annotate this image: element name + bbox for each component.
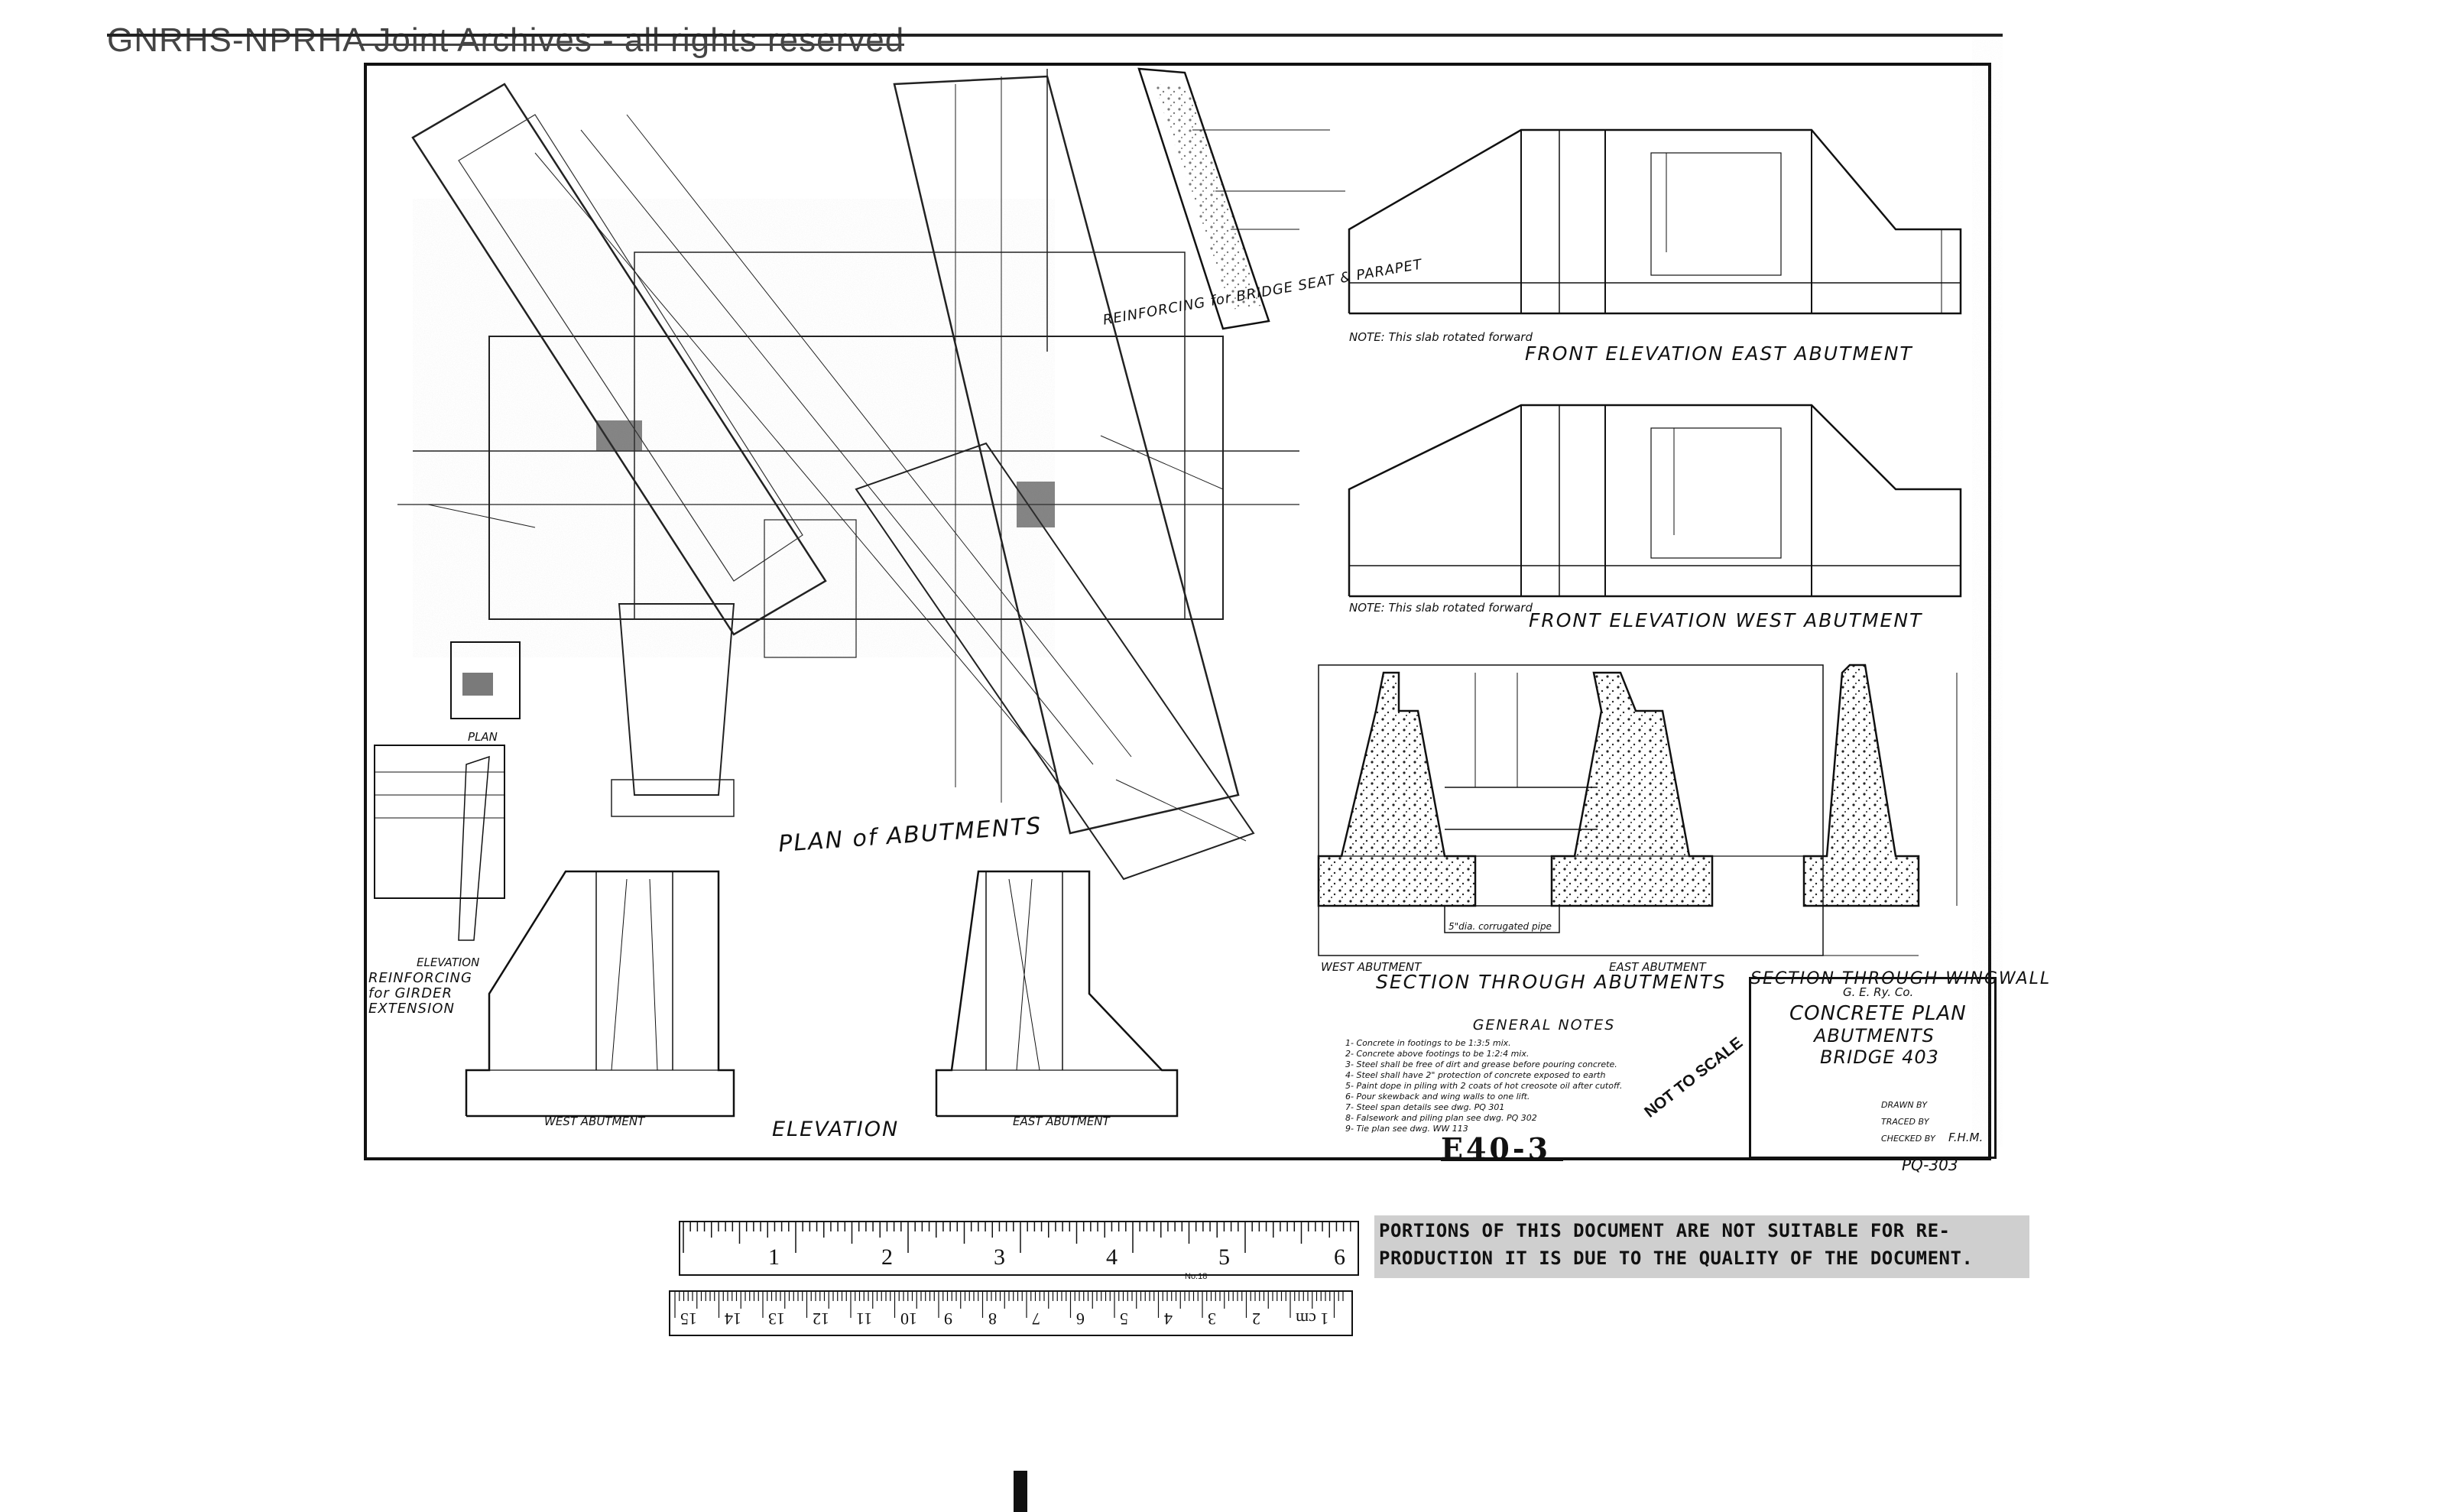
cm-ruler-mark: 2 (1251, 1309, 1260, 1329)
elevation-east-abutment-label: EAST ABUTMENT (1013, 1115, 1110, 1128)
ruler-mark: 4 (1106, 1244, 1118, 1270)
cm-ruler-mark: 4 (1163, 1309, 1173, 1329)
general-note-line: 5- Paint dope in piling with 2 coats of … (1345, 1081, 1623, 1091)
section-through-abutments-drawing (1317, 664, 1824, 956)
cm-ruler-mark: 5 (1120, 1309, 1128, 1329)
general-note-line: 3- Steel shall be free of dirt and greas… (1345, 1059, 1617, 1069)
elevation-label: ELEVATION (772, 1118, 900, 1141)
reproduction-notice: PORTIONS OF THIS DOCUMENT ARE NOT SUITAB… (1374, 1215, 2029, 1278)
title-drawn-by: DRAWN BY (1881, 1100, 1928, 1110)
cm-ruler-mark: 1 cm (1296, 1309, 1329, 1329)
cm-ruler-mark: 13 (768, 1309, 785, 1329)
cm-ruler-mark: 15 (680, 1309, 697, 1329)
general-note-line: 2- Concrete above footings to be 1:2:4 m… (1345, 1049, 1530, 1059)
general-note-line: 6- Pour skewback and wing walls to one l… (1345, 1092, 1530, 1102)
elevation-east-abutment-drawing (935, 870, 1179, 1118)
ruler-mark: 3 (994, 1244, 1005, 1270)
general-note-line: 1- Concrete in footings to be 1:3:5 mix. (1345, 1038, 1511, 1048)
general-note-line: 8- Falsework and piling plan see dwg. PQ… (1345, 1113, 1537, 1123)
general-note-line: 4- Steel shall have 2" protection of con… (1345, 1070, 1606, 1080)
girder-reinforcing-drawing (374, 641, 521, 941)
reinforcing-girder-label: REINFORCING for GIRDER EXTENSION (368, 970, 472, 1017)
plan-of-abutments-drawing (397, 69, 1299, 881)
title-line-2: ABUTMENTS (1814, 1025, 1935, 1046)
title-company: G. E. Ry. Co. (1843, 985, 1914, 999)
section-east-abutment-label: EAST ABUTMENT (1609, 960, 1706, 974)
section-west-abutment-label: WEST ABUTMENT (1321, 960, 1422, 974)
general-notes: GENERAL NOTES 1- Concrete in footings to… (1345, 1017, 1743, 1134)
cm-ruler-mark: 6 (1075, 1309, 1085, 1329)
title-checked-by: CHECKED BY (1881, 1134, 1935, 1144)
title-block: G. E. Ry. Co. CONCRETE PLAN ABUTMENTS BR… (1749, 977, 1997, 1159)
cm-ruler-mark: 11 (856, 1309, 873, 1329)
ruler-label: No.18 (1185, 1272, 1208, 1281)
inch-ruler (679, 1221, 1359, 1276)
general-note-line: 7- Steel span details see dwg. PQ 301 (1345, 1102, 1505, 1112)
general-notes-heading: GENERAL NOTES (1472, 1017, 1616, 1033)
elevation-west-abutment-drawing (465, 870, 735, 1118)
title-checker: F.H.M. (1948, 1131, 1984, 1144)
cm-ruler-mark: 7 (1032, 1309, 1040, 1329)
elevation-west-abutment-label: WEST ABUTMENT (544, 1115, 645, 1128)
ruler-mark: 6 (1334, 1244, 1345, 1270)
registration-mark (1014, 1471, 1027, 1512)
cm-ruler-mark: 8 (988, 1309, 997, 1329)
front-elevation-east-label: FRONT ELEVATION EAST ABUTMENT (1525, 342, 1913, 365)
note-east-text: NOTE: This slab rotated forward (1349, 330, 1533, 344)
general-note-line: 9- Tie plan see dwg. WW 113 (1345, 1124, 1468, 1134)
reproduction-notice-line-1: PORTIONS OF THIS DOCUMENT ARE NOT SUITAB… (1379, 1220, 1951, 1241)
front-elevation-west-label: FRONT ELEVATION WEST ABUTMENT (1529, 609, 1923, 631)
title-traced-by: TRACED BY (1881, 1117, 1929, 1127)
front-elevation-east-drawing (1348, 128, 1962, 315)
ruler-mark: 5 (1218, 1244, 1230, 1270)
section-through-abutments-label: SECTION THROUGH ABUTMENTS (1376, 971, 1727, 993)
elevation-small-label: ELEVATION (417, 956, 480, 969)
sheet-code: PQ-303 (1902, 1156, 1958, 1174)
watermark-text: GNRHS-NPRHA Joint Archives - all rights … (107, 21, 905, 59)
cm-ruler-mark: 3 (1208, 1309, 1216, 1329)
note-west-text: NOTE: This slab rotated forward (1349, 601, 1533, 615)
cm-ruler-mark: 10 (900, 1309, 917, 1329)
plan-small-label: PLAN (468, 730, 498, 744)
title-line-1: CONCRETE PLAN (1789, 1002, 1967, 1025)
ruler-mark: 1 (768, 1244, 780, 1270)
edge-speckle (1972, 38, 2003, 1147)
drawing-number: E40-3 (1441, 1131, 1552, 1166)
sheet-top-border (107, 34, 2003, 37)
cm-ruler-mark: 9 (944, 1309, 952, 1329)
title-line-3: BRIDGE 403 (1820, 1046, 1939, 1068)
cm-ruler-mark: 14 (724, 1309, 741, 1329)
watermark-strike (359, 44, 905, 46)
reproduction-notice-line-2: PRODUCTION IT IS DUE TO THE QUALITY OF T… (1379, 1248, 1974, 1269)
cm-ruler (669, 1290, 1353, 1336)
cm-ruler-mark: 12 (812, 1309, 829, 1329)
corrugated-pipe-note: 5"dia. corrugated pipe (1448, 921, 1552, 932)
archive-watermark: GNRHS-NPRHA Joint Archives - all rights … (107, 21, 905, 60)
ruler-mark: 2 (881, 1244, 893, 1270)
bridge-seat-reinforcing-drawing (1137, 67, 1345, 330)
front-elevation-west-drawing (1348, 404, 1962, 598)
section-through-wingwall-drawing (1802, 664, 1958, 956)
